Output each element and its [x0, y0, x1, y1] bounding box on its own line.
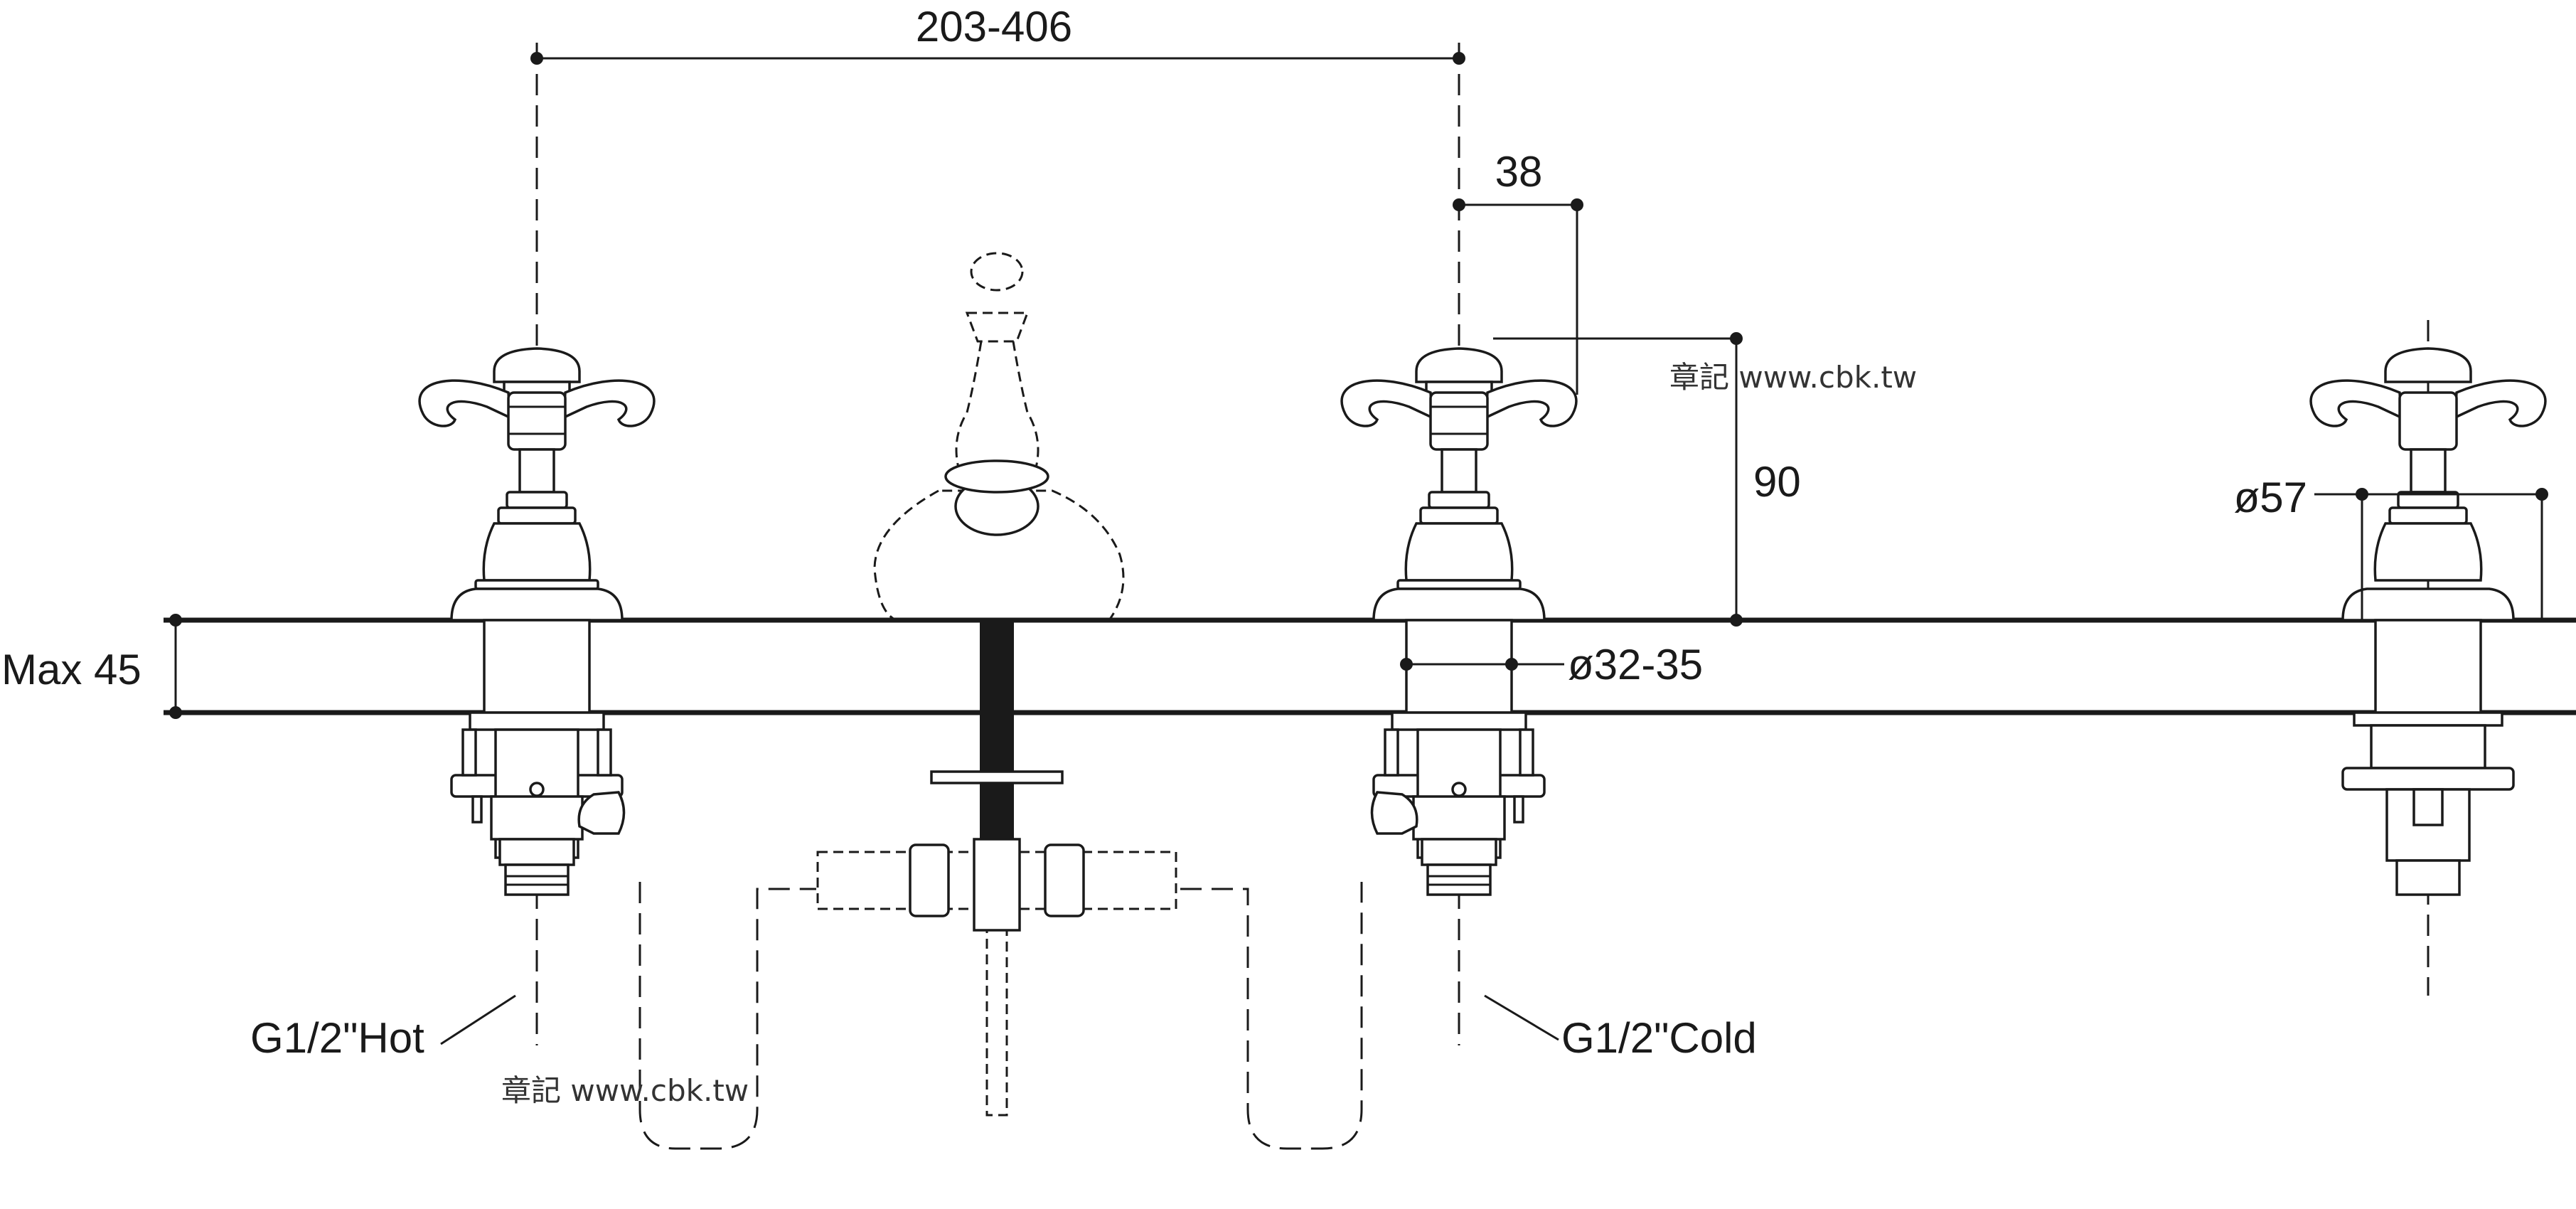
dim-max-thickness-label: Max 45	[1, 646, 141, 693]
watermark-bottom: 章記 www.cbk.tw	[501, 1073, 749, 1108]
hot-valve	[418, 347, 656, 896]
dim-offset-label: 38	[1495, 148, 1543, 196]
dim-span-label: 203-406	[916, 3, 1072, 50]
watermark-top: 章記 www.cbk.tw	[1669, 360, 1917, 395]
dim-height-label: 90	[1753, 458, 1801, 506]
dim-hole-diameter-label: ø32-35	[1568, 641, 1703, 688]
dim-rosette-diameter-label: ø57	[2234, 474, 2307, 521]
spout	[816, 252, 1177, 1117]
cold-connection-label: G1/2"Cold	[1561, 1014, 1757, 1062]
side-view-valve	[2309, 347, 2547, 896]
cold-valve	[1340, 347, 1578, 896]
hot-connection-label: G1/2"Hot	[250, 1014, 424, 1062]
